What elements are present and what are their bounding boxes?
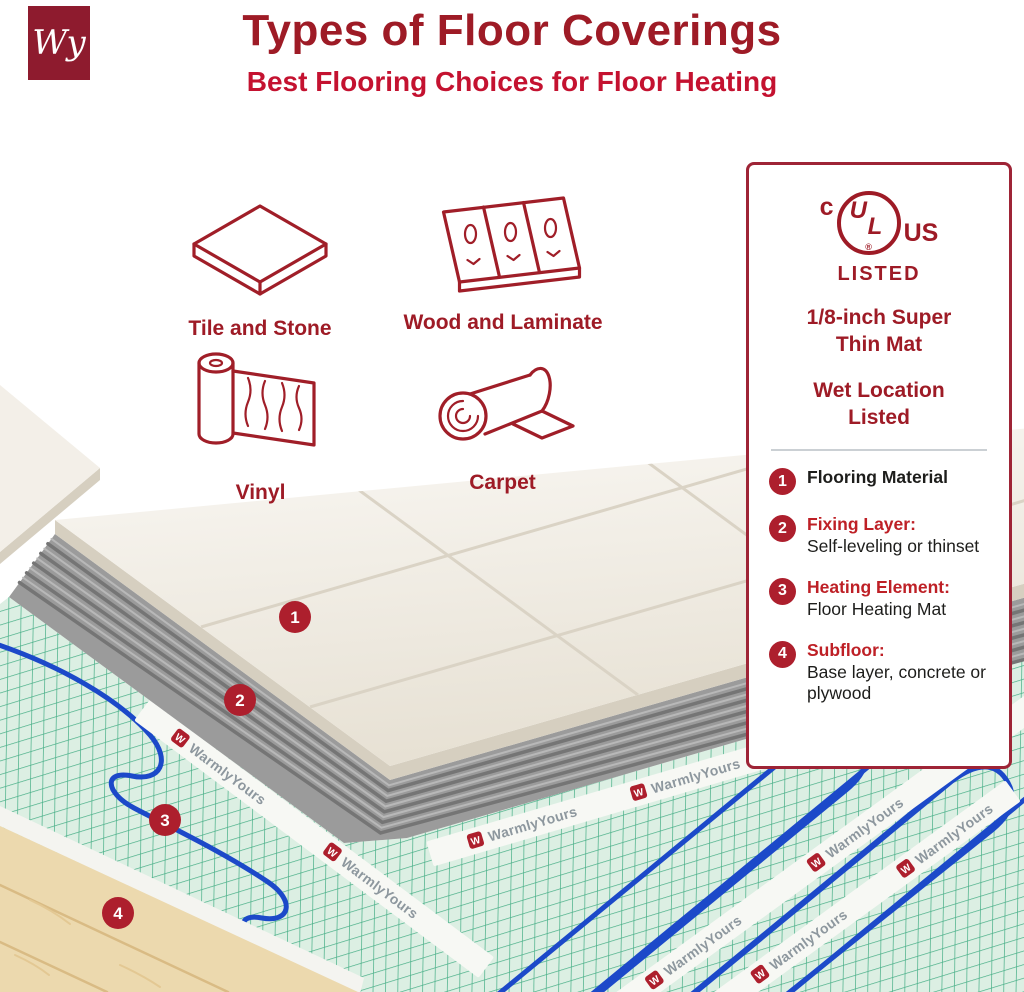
flooring-type-label: Tile and Stone	[188, 317, 332, 340]
ul-letter-u: U	[849, 197, 867, 224]
registered-mark: ®	[865, 242, 872, 252]
legend-badge-4: 4	[769, 640, 796, 668]
page-title: Types of Floor Coverings	[242, 6, 782, 55]
legend-badge-2: 2	[769, 515, 796, 543]
legend-item-title: Heating Element:	[807, 576, 950, 597]
svg-text:2: 2	[235, 691, 244, 710]
flooring-type-label: Carpet	[469, 471, 536, 494]
warmlyyours-monogram-logo: Wy	[28, 6, 90, 80]
subfloor-wood	[0, 826, 358, 992]
vinyl-roll-icon	[196, 352, 316, 447]
flooring-type-label: Wood and Laminate	[403, 311, 603, 334]
page-subtitle: Best Flooring Choices for Floor Heating	[246, 66, 778, 97]
ul-circle-icon: U L ®	[836, 191, 901, 255]
legend-badge-3: 3	[769, 577, 796, 605]
diagram-badge-1: 1	[279, 601, 311, 633]
flooring-type-tile: Tile and Stone	[160, 200, 360, 341]
flooring-type-wood: Wood and Laminate	[388, 192, 618, 335]
ul-letter-l: L	[867, 213, 883, 240]
diagram-badge-3: 3	[149, 804, 181, 836]
legend-item-subfloor: Subfloor: Base layer, concrete or plywoo…	[807, 640, 989, 706]
svg-text:W: W	[633, 787, 646, 800]
legend-item-fixing-layer: Fixing Layer: Self-leveling or thinset	[807, 514, 989, 558]
ul-us-mark: US	[903, 219, 939, 247]
divider	[771, 449, 987, 452]
flooring-type-label: Vinyl	[235, 481, 286, 504]
ul-listed-text: LISTED	[837, 263, 921, 285]
tile-icon	[192, 204, 328, 296]
legend-item-title: Subfloor:	[807, 639, 885, 660]
legend-badge-1: 1	[769, 468, 796, 496]
legend-item-desc: Self-leveling or thinset	[807, 536, 980, 557]
svg-text:3: 3	[160, 811, 169, 830]
certification-panel: c U L ® US LISTED 1/8-inch Super Thin Ma…	[746, 162, 1012, 769]
wood-plank-icon	[441, 196, 582, 293]
svg-text:4: 4	[113, 904, 123, 923]
legend-item-heating-element: Heating Element: Floor Heating Mat	[807, 577, 989, 621]
svg-text:1: 1	[290, 608, 299, 627]
ul-listed-mark: c U L ® US	[769, 191, 989, 255]
logo-monogram-text: Wy	[32, 23, 86, 63]
layer-legend: 1 Flooring Material 2 Fixing Layer: Self…	[769, 467, 989, 705]
legend-item-desc: Floor Heating Mat	[807, 598, 947, 619]
legend-item-flooring-material: Flooring Material	[807, 467, 989, 489]
svg-text:W: W	[470, 835, 483, 848]
carpet-roll-icon	[438, 366, 575, 441]
diagram-badge-4: 4	[102, 897, 134, 929]
feature-wet-location: Wet Location Listed	[813, 378, 945, 429]
mat-edge-tape	[0, 806, 364, 992]
diagram-badge-2: 2	[224, 684, 256, 716]
feature-super-thin-mat: 1/8-inch Super Thin Mat	[806, 306, 952, 357]
flooring-type-vinyl: Vinyl	[168, 346, 353, 505]
flooring-type-carpet: Carpet	[410, 356, 595, 495]
legend-item-title: Flooring Material	[807, 467, 948, 488]
legend-item-desc: Base layer, concrete or plywood	[807, 661, 986, 704]
legend-item-title: Fixing Layer:	[807, 514, 916, 535]
corner-tile	[0, 385, 100, 564]
ul-c-mark: c	[819, 193, 834, 221]
